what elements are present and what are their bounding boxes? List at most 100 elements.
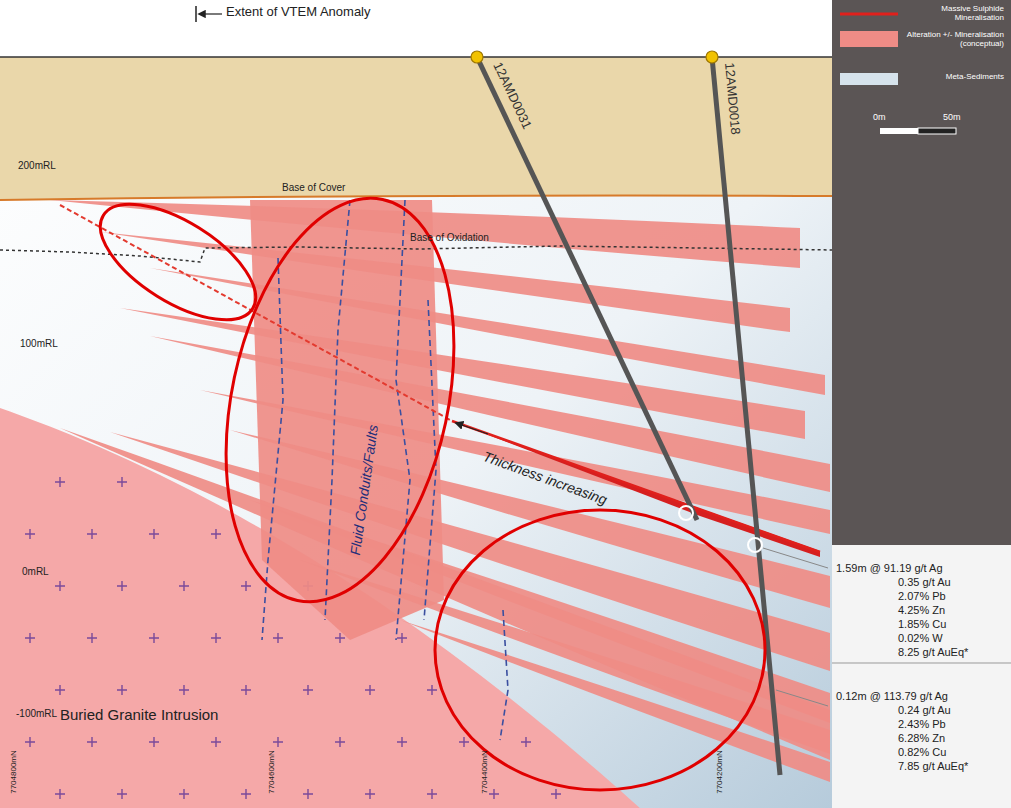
granite-symbol: [211, 633, 221, 643]
elevation-label: -100mRL: [16, 708, 57, 720]
granite-symbol: [335, 633, 345, 643]
granite-symbol: [335, 737, 345, 747]
elevation-label: 200mRL: [18, 160, 56, 172]
collar-dot: [471, 51, 483, 63]
boundary-label: Base of Oxidation: [410, 232, 489, 244]
anomaly-tick: [195, 6, 197, 22]
anomaly-label: Extent of VTEM Anomaly: [226, 5, 371, 20]
alteration-lens: [60, 428, 830, 760]
legend-text: Massive Sulphide Mineralisation: [906, 4, 1004, 22]
granite-symbol: [25, 529, 35, 539]
assay-separator: [832, 663, 1011, 664]
anomaly-arrow: [199, 13, 222, 14]
granite-symbol: [117, 581, 127, 591]
cover-layer: [0, 57, 832, 200]
granite-symbol: [87, 737, 97, 747]
drill-hole: [477, 57, 697, 520]
alteration-lens: [120, 308, 805, 439]
sky-band: [0, 0, 832, 57]
assay-panel: [832, 545, 1011, 808]
base-of-cover-line: [0, 196, 832, 201]
granite-symbol: [149, 633, 159, 643]
granite-symbol: [241, 581, 251, 591]
massive-sulphide: [452, 421, 820, 552]
fault-line: [500, 610, 508, 740]
granite-symbol: [149, 529, 159, 539]
legend-swatch: [840, 31, 898, 47]
granite-symbol: [427, 685, 437, 695]
drill-hole: [712, 57, 780, 775]
granite-symbol: [87, 529, 97, 539]
fault-line: [325, 200, 350, 620]
assay-value: 4.25% Zn: [898, 604, 945, 617]
boundary-label: Base of Cover: [282, 182, 345, 194]
thickness-arrow: [456, 423, 488, 434]
granite-symbol: [397, 737, 407, 747]
assay-value: 2.07% Pb: [898, 590, 946, 603]
fault-line: [396, 200, 410, 640]
collar-dot: [706, 51, 718, 63]
leader-line: [776, 690, 828, 706]
northing-label: 7704200mN: [715, 750, 724, 794]
highlight-ellipse: [82, 181, 274, 342]
granite-symbol: [241, 789, 251, 799]
granite-symbol: [521, 737, 531, 747]
assay-value: 0.24 g/t Au: [898, 704, 951, 717]
meta-sediments: [0, 57, 832, 808]
legend-panel: [832, 0, 1011, 808]
northing-label: 7704400mN: [480, 750, 489, 794]
granite-symbol: [117, 477, 127, 487]
granite-symbol: [149, 737, 159, 747]
granite-symbol: [273, 633, 283, 643]
northing-label: 7704800mN: [9, 750, 18, 794]
assay-value: 0.35 g/t Au: [898, 576, 951, 589]
granite-symbol: [303, 685, 313, 695]
sulphide-projected: [60, 205, 452, 421]
granite-symbol: [55, 477, 65, 487]
granite-symbol: [365, 789, 375, 799]
scale-bar: [918, 128, 956, 134]
granite-symbol: [211, 529, 221, 539]
granite-symbol: [551, 789, 561, 799]
granite-symbol: [397, 633, 407, 643]
scale-label: 0m: [873, 112, 886, 122]
granite-symbol: [489, 789, 499, 799]
assay-value: 1.59m @ 91.19 g/t Ag: [836, 562, 943, 575]
massive-sulphide: [452, 421, 820, 557]
rock-label: Buried Granite Intrusion: [60, 706, 218, 723]
granite-symbol: [179, 789, 189, 799]
granite-symbol: [87, 633, 97, 643]
assay-value: 7.85 g/t AuEq*: [898, 760, 968, 773]
alteration-lens: [110, 432, 830, 671]
granite-symbol: [427, 789, 437, 799]
assay-value: 6.28% Zn: [898, 732, 945, 745]
granite-symbol: [179, 685, 189, 695]
granite-symbol: [117, 685, 127, 695]
granite-symbol: [241, 685, 251, 695]
granite-symbol: [25, 633, 35, 643]
assay-value: 2.43% Pb: [898, 718, 946, 731]
granite-symbol: [303, 789, 313, 799]
legend-text: Meta-Sediments: [906, 72, 1004, 81]
assay-value: 0.82% Cu: [898, 746, 946, 759]
intercept-circle: [748, 538, 762, 552]
alteration-lens: [230, 430, 830, 608]
legend-line-sample: [840, 13, 898, 16]
alteration-lens: [150, 336, 830, 492]
elevation-label: 0mRL: [22, 566, 49, 578]
granite-symbol: [273, 737, 283, 747]
granite-symbol: [55, 789, 65, 799]
scale-label: 50m: [943, 112, 961, 122]
legend-text: Alteration +/- Mineralisation (conceptua…: [906, 30, 1004, 48]
granite-symbol: [211, 737, 221, 747]
assay-value: 8.25 g/t AuEq*: [898, 646, 968, 659]
granite-symbol: [459, 737, 469, 747]
assay-value: 0.02% W: [898, 632, 943, 645]
leader-line: [763, 548, 828, 568]
assay-value: 0.12m @ 113.79 g/t Ag: [836, 690, 948, 703]
granite-symbol: [55, 685, 65, 695]
base-of-oxidation-line: [0, 246, 832, 262]
granite-symbol: [179, 581, 189, 591]
